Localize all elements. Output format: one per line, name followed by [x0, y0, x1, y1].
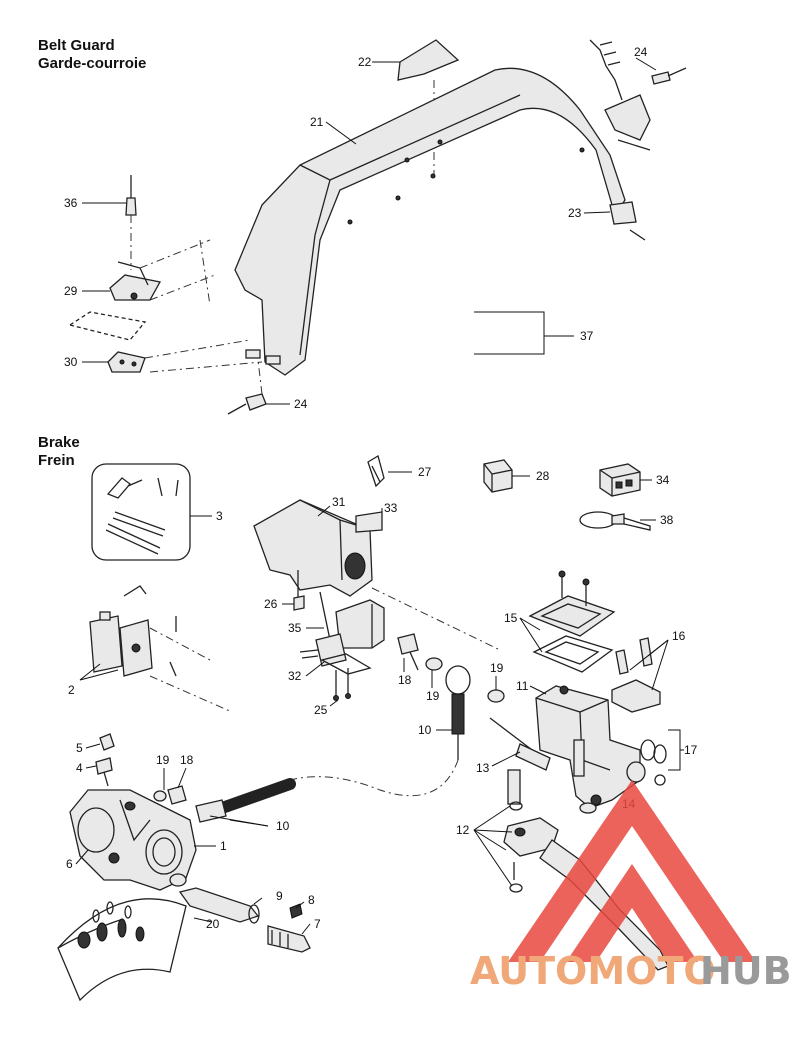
connector-28 [483, 459, 513, 493]
belt-guard-part-29 [109, 261, 162, 301]
callout-17: 17 [684, 743, 698, 757]
brake-hose-10 [195, 778, 296, 823]
belt-guard-part-24-bottom [227, 393, 267, 415]
callout-6: 6 [66, 857, 73, 871]
switch-assembly [293, 570, 385, 701]
callout-31: 31 [332, 495, 346, 509]
callout-7: 7 [314, 917, 321, 931]
callout-25: 25 [314, 703, 328, 717]
belt-guard-title-en: Belt Guard [38, 37, 115, 54]
belt-guard-part-30 [107, 351, 146, 373]
watermark-text-hub: HUB [700, 949, 792, 993]
seals-17 [626, 739, 667, 786]
callout-19-right: 19 [490, 661, 504, 675]
callout-36: 36 [64, 196, 78, 210]
callout-23: 23 [568, 206, 582, 220]
callout-29: 29 [64, 284, 78, 298]
screws-16 [611, 637, 661, 713]
caliper-1 [69, 789, 197, 891]
callout-19-caliper: 19 [156, 753, 170, 767]
piston-13 [489, 717, 551, 771]
callout-38: 38 [660, 513, 674, 527]
caliper-fitting [153, 785, 187, 805]
belt-guard-part-21 [234, 67, 626, 376]
reservoir-31 [253, 499, 373, 597]
callout-18-caliper: 18 [180, 753, 194, 767]
bolt-7 [267, 925, 311, 953]
callout-34: 34 [656, 473, 670, 487]
belt-guard-title-fr: Garde-courroie [38, 55, 147, 72]
callout-11: 11 [516, 679, 529, 693]
callout-21: 21 [310, 115, 324, 129]
watermark-text-automoto: AUTOMOTO [470, 949, 716, 993]
callout-24-top: 24 [634, 45, 648, 59]
connector-34 [599, 463, 641, 497]
brake-line-fitting-10 [445, 665, 471, 760]
watermark-logo [508, 780, 756, 962]
callout-5: 5 [76, 741, 83, 755]
clip-27 [367, 455, 385, 488]
callout-26: 26 [264, 597, 278, 611]
banjo-bolt-18 [397, 633, 419, 671]
bolt-9 [178, 887, 260, 924]
callout-1: 1 [220, 839, 227, 853]
callout-30: 30 [64, 355, 78, 369]
callout-22: 22 [358, 55, 372, 69]
callout-10-bottom: 10 [276, 819, 290, 833]
bleeder-screw-4 [95, 757, 113, 787]
callout-27: 27 [418, 465, 432, 479]
callout-9: 9 [276, 889, 283, 903]
belt-guard-part-23 [609, 201, 646, 241]
belt-guard-part-22 [397, 39, 460, 81]
callout-12: 12 [456, 823, 470, 837]
master-cylinder-cover-15 [528, 570, 616, 673]
callout-33: 33 [384, 501, 398, 515]
callout-10-top: 10 [418, 723, 432, 737]
callout-8: 8 [308, 893, 315, 907]
brake-title-en: Brake [38, 434, 80, 451]
belt-guard-part-36 [125, 175, 137, 216]
brake-title-fr: Frein [38, 452, 75, 469]
callout-32: 32 [288, 669, 302, 683]
brake-pads-2 [89, 585, 233, 713]
callout-13: 13 [476, 761, 490, 775]
belt-guard-title: Belt Guard Garde-courroie [38, 37, 146, 73]
washer-19a [425, 657, 443, 671]
callout-15: 15 [504, 611, 518, 625]
callout-24-bottom: 24 [294, 397, 308, 411]
callout-18-top: 18 [398, 673, 412, 687]
callout-28: 28 [536, 469, 550, 483]
callout-2: 2 [68, 683, 75, 697]
part-14 [579, 802, 597, 814]
bleeder-cap-5 [99, 733, 115, 751]
belt-guard-part-24-top [651, 67, 687, 85]
brake-disc-20 [57, 898, 187, 1002]
callout-37: 37 [580, 329, 594, 343]
callout-3: 3 [216, 509, 223, 523]
cable-tie-38 [579, 511, 651, 531]
washer-19b [487, 689, 505, 703]
callout-4: 4 [76, 761, 83, 775]
callout-16: 16 [672, 629, 686, 643]
callout-19-left: 19 [426, 689, 440, 703]
belt-guard-bracket [589, 39, 651, 151]
brake-title: Brake Frein [38, 434, 80, 470]
callout-20: 20 [206, 917, 220, 931]
nut-8 [289, 903, 303, 919]
callout-35: 35 [288, 621, 302, 635]
brake-kit-3 [91, 463, 191, 561]
